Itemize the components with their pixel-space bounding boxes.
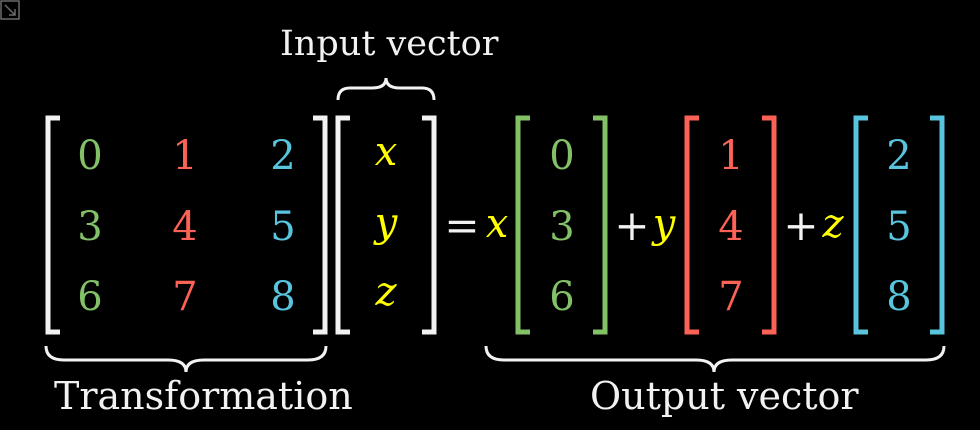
plus-sign: + [783,201,819,250]
blue-column-entry: 5 [886,204,912,250]
input-entry-z: z [375,269,397,315]
matrix-entry: 2 [270,133,296,179]
matrix-entry: 0 [77,133,103,179]
transformation-label: Transformation [54,374,353,418]
red-column-entry: 1 [718,133,744,179]
input-vector-label: Input vector [280,24,499,64]
matrix-entry: 4 [172,204,198,250]
input-left-bracket [335,115,350,335]
matrix-left-bracket [45,115,60,335]
input-vector-brace [336,77,436,101]
coefficient-x: x [485,201,509,247]
transformation-brace [44,345,328,373]
red-column-left-bracket [684,115,699,335]
matrix-entry: 8 [270,274,296,320]
red-column-entry: 4 [718,204,744,250]
input-entry-x: x [374,129,398,175]
matrix-entry: 3 [77,204,103,250]
blue-column-entry: 2 [886,133,912,179]
red-column-entry: 7 [718,274,744,320]
input-right-bracket [422,115,437,335]
green-column-entry: 3 [549,204,575,250]
coefficient-z: z [822,201,844,247]
blue-column-right-bracket [930,115,945,335]
plus-sign: + [614,201,650,250]
equals-sign: = [444,201,480,250]
red-column-right-bracket [762,115,777,335]
green-column-entry: 6 [549,274,575,320]
output-vector-label: Output vector [590,374,859,418]
matrix-entry: 6 [77,274,103,320]
coefficient-y: y [652,201,676,247]
expand-icon[interactable] [0,0,20,20]
blue-column-entry: 8 [886,274,912,320]
green-column-right-bracket [593,115,608,335]
green-column-entry: 0 [549,133,575,179]
matrix-entry: 7 [172,274,198,320]
green-column-left-bracket [515,115,530,335]
matrix-entry: 5 [270,204,296,250]
input-entry-y: y [374,200,398,246]
blue-column-left-bracket [853,115,868,335]
matrix-right-bracket [313,115,328,335]
output-vector-brace [484,345,946,373]
matrix-entry: 1 [172,133,198,179]
